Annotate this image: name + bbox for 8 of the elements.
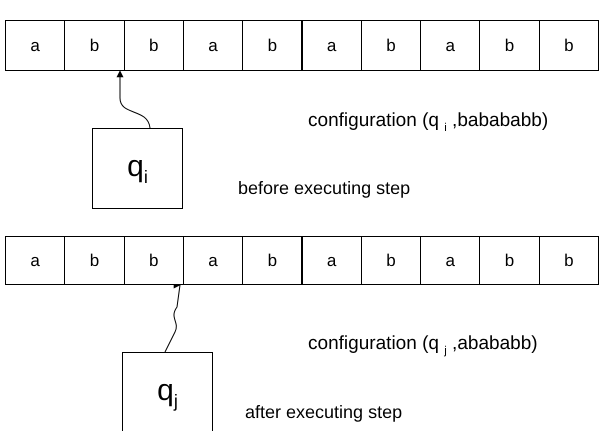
configuration-label: configuration (q $_{j}$ ,abababb) [308,333,538,357]
arrow [164,284,183,352]
state-box: q$_{j}$ [122,352,213,431]
node-label: before executing step [238,178,410,199]
state-box: q$_{i}$ [92,128,183,209]
arrow [116,70,150,128]
node-label: after executing step [245,402,402,423]
configuration-label: configuration (q $_{i}$ ,babababb) [308,110,548,134]
